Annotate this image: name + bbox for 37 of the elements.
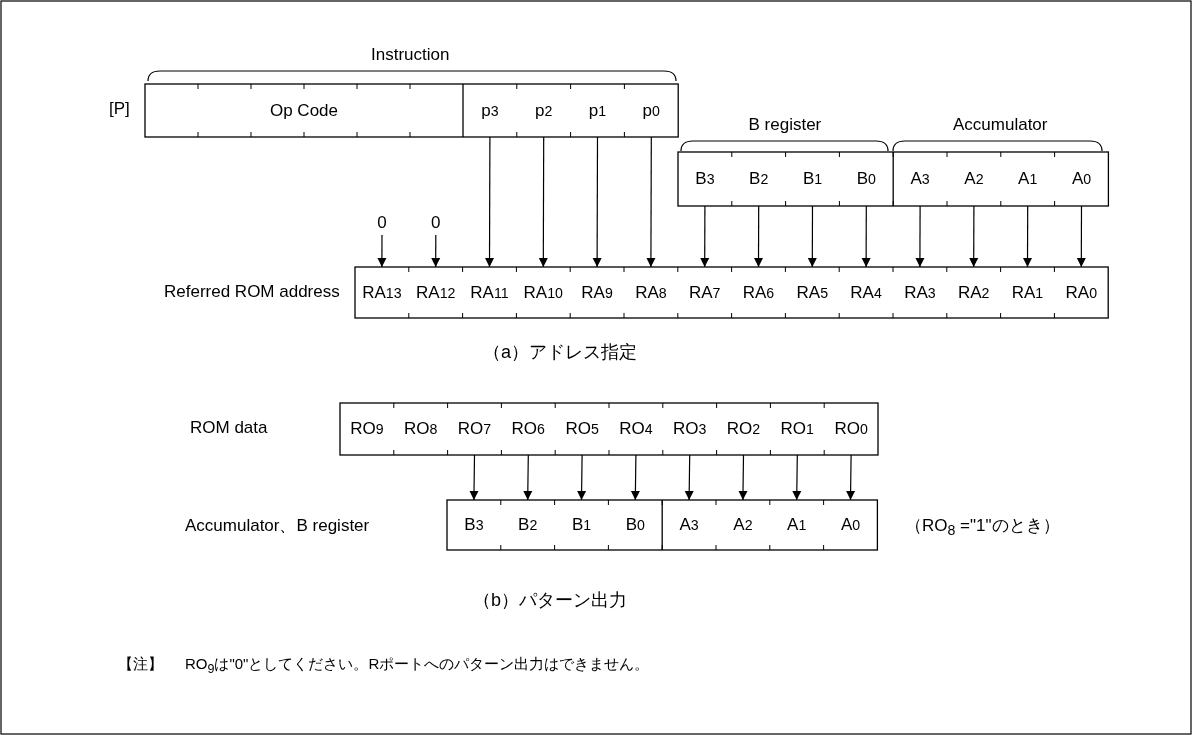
arrow	[1076, 205, 1086, 268]
row-label: Referred ROM address	[164, 282, 340, 302]
arrow	[592, 136, 602, 268]
arrow	[1023, 205, 1033, 268]
arrow	[431, 234, 441, 268]
arrow	[377, 234, 387, 268]
figure-caption: （a）アドレス指定	[483, 341, 637, 364]
bracket-label: B register	[748, 115, 822, 135]
arrow	[969, 205, 979, 268]
condition-note: （RO$_{8}$ ="1"のとき）	[905, 515, 1060, 539]
register-label: [P]	[109, 99, 130, 119]
bit-value: 0	[423, 211, 448, 235]
arrow	[684, 454, 694, 501]
arrow	[915, 205, 925, 268]
arrow	[754, 205, 764, 268]
arrow	[700, 205, 710, 268]
arrow	[846, 454, 856, 501]
arrow	[861, 205, 871, 268]
bit-value: 0	[370, 211, 394, 235]
arrow	[792, 454, 802, 501]
arrow	[485, 136, 495, 268]
field-cell: Op Code	[145, 84, 463, 137]
figure-caption: （b）パターン出力	[473, 589, 627, 612]
note-text: RO$_{9}$は"0"としてください。Rポートへのパターン出力はできません。	[185, 655, 650, 676]
arrow	[538, 136, 548, 268]
arrow	[646, 136, 656, 268]
row-label: ROM data	[190, 418, 268, 438]
arrow	[577, 454, 587, 501]
arrow	[469, 454, 479, 501]
arrow	[807, 205, 817, 268]
arrow	[630, 454, 640, 501]
note-marker: 【注】	[118, 655, 163, 674]
bracket-label: Instruction	[371, 45, 450, 65]
row-label: Accumulator、B register	[185, 515, 370, 537]
bracket-label: Accumulator	[953, 115, 1048, 135]
arrow	[738, 454, 748, 501]
arrow	[523, 454, 533, 501]
